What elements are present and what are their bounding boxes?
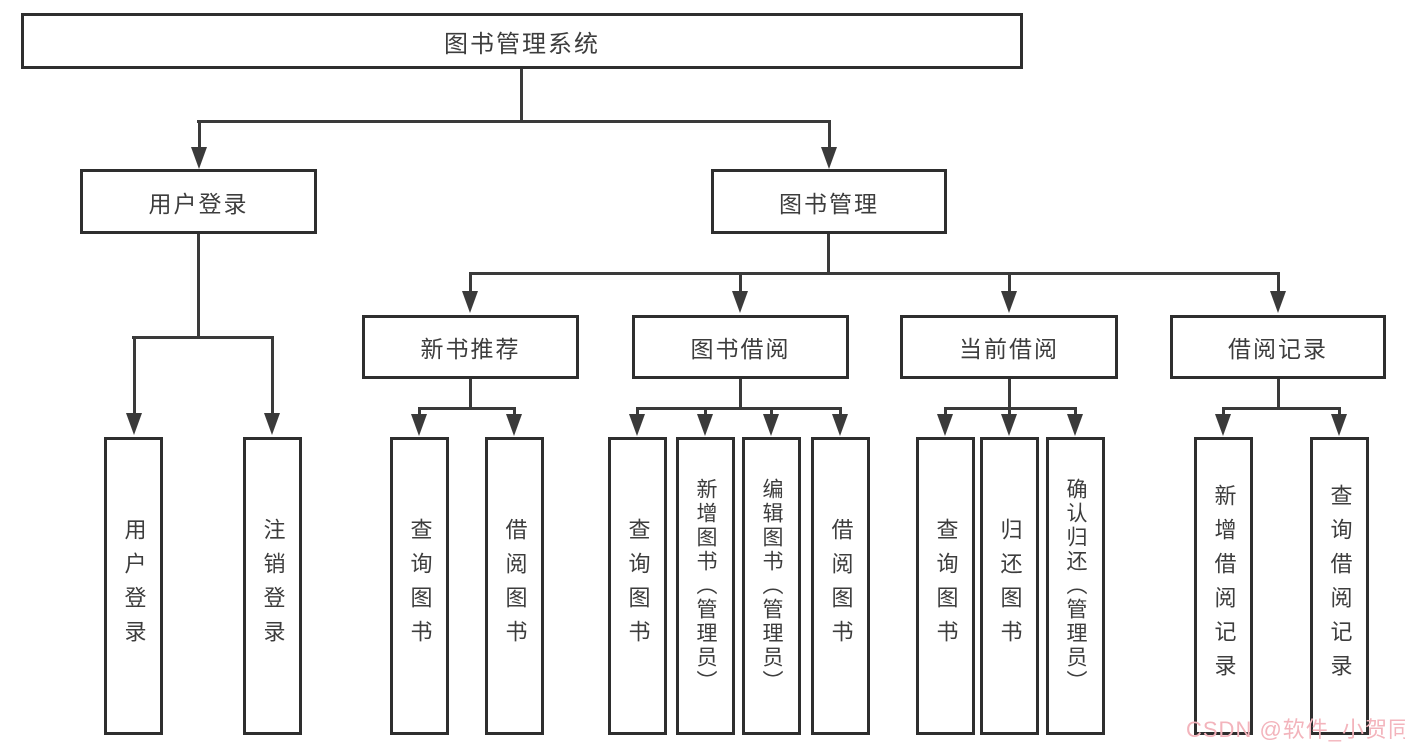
connector-line: [839, 407, 842, 416]
leaf-confirm-return-admin: 确认归还（管理员）: [1046, 437, 1105, 735]
leaf-query-borrow-record: 查询借阅记录: [1310, 437, 1369, 735]
arrow-down-icon: [1001, 414, 1017, 436]
leaf-add-books-admin: 新增图书（管理员）: [676, 437, 735, 735]
node-label: 图书借阅: [690, 336, 791, 362]
connector-line: [469, 272, 472, 293]
leaf-label: 查询借阅记录: [1327, 484, 1353, 688]
node-label: 借阅记录: [1228, 336, 1328, 362]
connector-line: [827, 234, 830, 272]
leaf-label: 查询图书: [407, 518, 433, 654]
leaf-label: 编辑图书（管理员）: [760, 478, 783, 694]
arrow-down-icon: [937, 414, 953, 436]
arrow-down-icon: [462, 291, 478, 313]
node-label: 图书管理: [779, 190, 879, 217]
connector-line: [739, 272, 742, 293]
node-label: 用户登录: [148, 190, 249, 217]
connector-line: [1222, 407, 1340, 410]
arrow-down-icon: [1270, 291, 1286, 313]
leaf-logout: 注销登录: [243, 437, 302, 735]
arrow-down-icon: [1331, 414, 1347, 436]
node-current-borrowing: 当前借阅: [900, 315, 1118, 379]
connector-line: [1008, 379, 1011, 407]
arrow-down-icon: [732, 291, 748, 313]
connector-line: [418, 407, 516, 410]
connector-line: [944, 407, 947, 416]
connector-line: [197, 120, 831, 123]
connector-line: [513, 407, 516, 416]
arrow-down-icon: [629, 414, 645, 436]
leaf-borrow-books-borrowing: 借阅图书: [811, 437, 870, 735]
leaf-add-borrow-record: 新增借阅记录: [1194, 437, 1253, 735]
connector-line: [1338, 407, 1341, 416]
connector-line: [636, 407, 639, 416]
leaf-label: 查询图书: [933, 518, 959, 654]
leaf-edit-books-admin: 编辑图书（管理员）: [742, 437, 801, 735]
connector-line: [133, 336, 136, 415]
connector-line: [770, 407, 773, 416]
connector-line: [198, 120, 201, 152]
node-library-system: 图书管理系统: [21, 13, 1023, 69]
arrow-down-icon: [1215, 414, 1231, 436]
connector-line: [1008, 407, 1011, 416]
leaf-label: 查询图书: [625, 518, 651, 654]
connector-line: [1277, 272, 1280, 293]
arrow-down-icon: [191, 147, 207, 169]
arrow-down-icon: [126, 413, 142, 435]
arrow-down-icon: [264, 413, 280, 435]
leaf-label: 借阅图书: [828, 518, 854, 654]
leaf-label: 新增图书（管理员）: [694, 478, 717, 694]
connector-line: [469, 379, 472, 407]
arrow-down-icon: [763, 414, 779, 436]
leaf-return-books: 归还图书: [980, 437, 1039, 735]
node-label: 图书管理系统: [444, 30, 600, 58]
leaf-borrow-books-recommend: 借阅图书: [485, 437, 544, 735]
connector-line: [1074, 407, 1077, 416]
connector-line: [1222, 407, 1225, 416]
connector-line: [739, 379, 742, 407]
node-new-book-recommendation: 新书推荐: [362, 315, 579, 379]
connector-line: [1277, 379, 1280, 407]
csdn-watermark: CSDN @软件_小贺同学: [1186, 717, 1405, 742]
node-label: 新书推荐: [420, 336, 521, 362]
arrow-down-icon: [411, 414, 427, 436]
leaf-label: 注销登录: [260, 518, 286, 654]
leaf-label: 借阅图书: [502, 518, 528, 654]
node-user-login: 用户登录: [80, 169, 317, 234]
connector-line: [636, 407, 841, 410]
arrow-down-icon: [1067, 414, 1083, 436]
leaf-label: 确认归还（管理员）: [1064, 478, 1087, 694]
connector-line: [418, 407, 421, 416]
arrow-down-icon: [832, 414, 848, 436]
node-label: 当前借阅: [959, 336, 1059, 362]
connector-line: [469, 272, 1280, 275]
leaf-label: 新增借阅记录: [1211, 484, 1237, 688]
leaf-query-books-recommend: 查询图书: [390, 437, 449, 735]
arrow-down-icon: [697, 414, 713, 436]
arrow-down-icon: [821, 147, 837, 169]
node-borrowing-records: 借阅记录: [1170, 315, 1386, 379]
arrow-down-icon: [506, 414, 522, 436]
leaf-label: 用户登录: [121, 518, 147, 654]
connector-line: [520, 69, 523, 120]
node-book-management: 图书管理: [711, 169, 947, 234]
connector-line: [1008, 272, 1011, 293]
leaf-query-books-current: 查询图书: [916, 437, 975, 735]
leaf-user-login: 用户登录: [104, 437, 163, 735]
node-book-borrowing: 图书借阅: [632, 315, 849, 379]
arrow-down-icon: [1001, 291, 1017, 313]
leaf-label: 归还图书: [997, 518, 1023, 654]
connector-line: [271, 336, 274, 415]
connector-line: [197, 234, 200, 336]
connector-line: [704, 407, 707, 416]
connector-line: [828, 120, 831, 152]
leaf-query-books-borrowing: 查询图书: [608, 437, 667, 735]
connector-line: [132, 336, 274, 339]
